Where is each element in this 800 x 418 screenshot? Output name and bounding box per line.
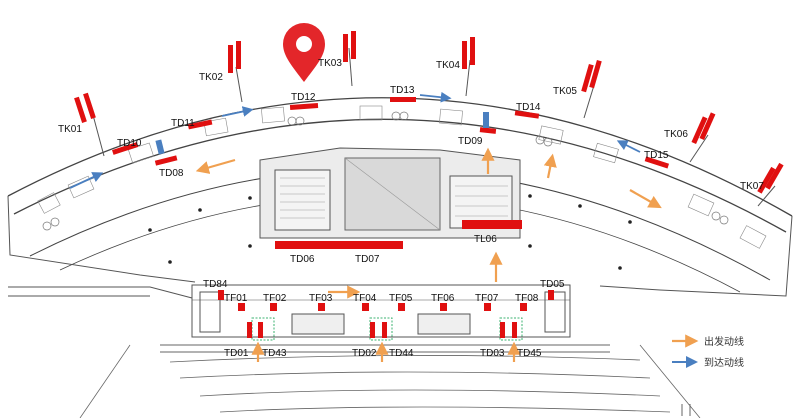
label-td15: TD15 <box>644 150 669 161</box>
td13-marker <box>390 97 416 102</box>
tk04-marker <box>462 41 467 69</box>
label-tk02: TK02 <box>199 72 223 83</box>
td06-counter <box>275 241 343 249</box>
gate-seating <box>37 105 767 249</box>
td43-door-b <box>258 322 263 338</box>
tk07-marker <box>757 166 776 194</box>
label-tf05: TF05 <box>389 293 413 304</box>
tl06-counter <box>462 220 522 229</box>
tf07-marker <box>484 303 491 311</box>
tk05-marker <box>581 63 594 93</box>
departure-flow-arrows <box>195 147 662 362</box>
td15-marker <box>644 156 670 169</box>
label-td06: TD06 <box>290 254 315 265</box>
tk01-marker-b <box>83 92 96 119</box>
tf02-marker <box>270 303 277 311</box>
landside-building <box>191 284 571 338</box>
label-tf08: TF08 <box>515 293 539 304</box>
label-td07: TD07 <box>355 254 380 265</box>
wing-edges <box>7 195 793 299</box>
legend: 出发动线 到达动线 <box>672 334 744 369</box>
label-tk05: TK05 <box>553 86 577 97</box>
red-markers <box>74 31 784 338</box>
td10-marker <box>112 142 139 155</box>
label-td14: TD14 <box>516 102 541 113</box>
td02-door-a <box>370 322 375 338</box>
structural-columns <box>148 194 632 270</box>
label-tf04: TF04 <box>353 293 377 304</box>
lounge-circles <box>42 111 729 231</box>
label-td05: TD05 <box>540 279 565 290</box>
tk05-marker-b <box>589 59 602 89</box>
td09-marker <box>479 127 497 134</box>
label-td10: TD10 <box>117 138 142 149</box>
td11-marker <box>187 119 213 130</box>
label-td84: TD84 <box>203 279 228 290</box>
label-tf03: TF03 <box>309 293 333 304</box>
label-td44: TD44 <box>389 348 414 359</box>
arrival-flow-arrows <box>69 91 641 189</box>
td07-counter <box>343 241 403 249</box>
td03-door-a <box>500 322 505 338</box>
tk02-marker <box>228 45 233 73</box>
td44-door-b <box>382 322 387 338</box>
td01-door-a <box>247 322 252 338</box>
tf08-marker <box>520 303 527 311</box>
label-tk06: TK06 <box>664 129 688 140</box>
label-td09: TD09 <box>458 136 483 147</box>
tk02-marker-b <box>236 41 241 69</box>
label-td08: TD08 <box>159 168 184 179</box>
label-tf06: TF06 <box>431 293 455 304</box>
tk06-marker <box>691 116 708 145</box>
label-tk01: TK01 <box>58 124 82 135</box>
label-tk04: TK04 <box>436 60 460 71</box>
td12-marker <box>289 103 319 110</box>
tf01-marker <box>238 303 245 311</box>
label-tl06: TL06 <box>474 234 497 245</box>
label-td03: TD03 <box>480 348 505 359</box>
jet-bridges <box>92 47 776 207</box>
label-tf02: TF02 <box>263 293 287 304</box>
label-td43: TD43 <box>262 348 287 359</box>
label-tk03: TK03 <box>318 58 342 69</box>
label-td01: TD01 <box>224 348 249 359</box>
td05-marker <box>548 290 554 300</box>
td08-marker <box>154 155 178 166</box>
legend-departure-label: 出发动线 <box>704 335 744 348</box>
location-pin-icon <box>283 23 325 82</box>
escalator-icons <box>155 112 489 155</box>
label-tk07: TK07 <box>740 181 764 192</box>
label-td12: TD12 <box>291 92 316 103</box>
tk01-marker <box>74 96 87 123</box>
legend-arrival-label: 到达动线 <box>704 356 744 369</box>
tf03-marker <box>318 303 325 311</box>
map-labels: TK01 TK02 TK03 TK04 TK05 TK06 TK07 TD10 … <box>58 58 764 359</box>
tk04-marker-b <box>470 37 475 65</box>
tf04-marker <box>362 303 369 311</box>
label-td13: TD13 <box>390 85 415 96</box>
central-hall <box>259 147 521 239</box>
label-tf07: TF07 <box>475 293 499 304</box>
label-tf01: TF01 <box>224 293 248 304</box>
corner-mark <box>681 404 691 416</box>
tk06-marker-b <box>699 112 716 141</box>
td45-door-b <box>512 322 517 338</box>
tk03-marker <box>343 34 348 62</box>
hall-hatching <box>280 177 508 219</box>
label-td45: TD45 <box>517 348 542 359</box>
td14-marker <box>514 110 540 119</box>
label-td11: TD11 <box>171 118 195 129</box>
tk03-marker-b <box>351 31 356 59</box>
td84-marker <box>218 290 224 300</box>
tk07-marker-b <box>765 162 784 190</box>
label-td02: TD02 <box>352 348 377 359</box>
tf06-marker <box>440 303 447 311</box>
tf05-marker <box>398 303 405 311</box>
